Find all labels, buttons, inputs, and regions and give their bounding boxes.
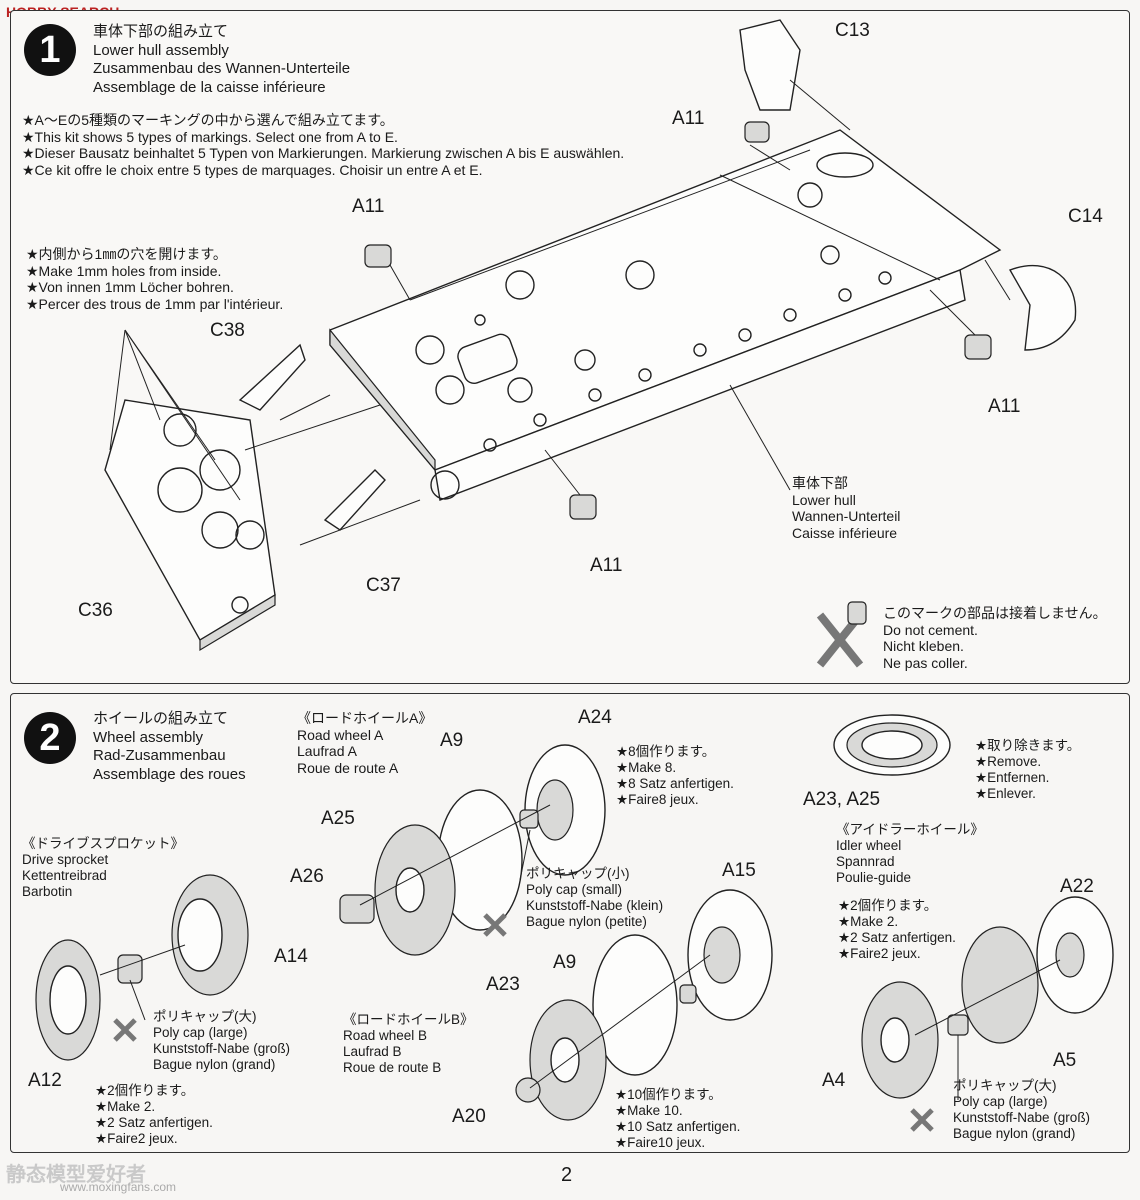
part-label-a9: A9: [553, 952, 577, 973]
lower-hull-label: 車体下部 Lower hull Wannen-Unterteil Caisse …: [792, 475, 901, 541]
make-2-sprocket-note: ★2個作ります。 ★Make 2. ★2 Satz anfertigen. ★F…: [95, 1083, 213, 1146]
marking-note: ★A〜Eの5種類のマーキングの中から選んで組み立てます。 ★This kit s…: [22, 112, 625, 178]
poly-cap-large-label-1: ポリキャップ(大) Poly cap (large) Kunststoff-Na…: [153, 1009, 291, 1072]
road-wheel-b-drawing: [515, 889, 773, 1121]
part-label-a15: A15: [722, 860, 756, 881]
hull-side-face: [434, 269, 966, 501]
c14-part: [1008, 265, 1077, 351]
watermark-bottom: www.moxingfans.com: [60, 1180, 177, 1194]
part-label-a23-a25: A23, A25: [803, 789, 881, 810]
c37-part: [323, 469, 386, 531]
part-label-a11: A11: [988, 396, 1021, 417]
part-label-a23: A23: [486, 974, 520, 995]
no-cement-mark: [816, 601, 867, 668]
c38-part: [238, 343, 306, 411]
part-label-a22: A22: [1060, 876, 1094, 897]
poly-cap-small-label: ポリキャップ(小) Poly cap (small) Kunststoff-Na…: [526, 866, 664, 929]
part-label-a4: A4: [822, 1070, 846, 1091]
step1-number: 1: [24, 24, 76, 76]
remove-note: ★取り除きます。 ★Remove. ★Entfernen. ★Enlever.: [975, 738, 1081, 801]
part-label-a25: A25: [321, 808, 355, 829]
step2-title: ホイールの組み立て Wheel assembly Rad-Zusammenbau…: [93, 710, 246, 783]
idler-wheel-drawing: [833, 714, 1114, 1099]
a11-cap-1: [364, 244, 392, 268]
part-label-a12: A12: [28, 1070, 62, 1091]
road-wheel-b-label: 《ロードホイールB》 Road wheel B Laufrad B Roue d…: [343, 1012, 474, 1075]
idler-wheel-label: 《アイドラーホイール》 Idler wheel Spannrad Poulie-…: [836, 822, 984, 885]
watermark-bottom-cn: 静态模型爱好者: [6, 1164, 146, 1186]
part-label-c37: C37: [366, 575, 401, 596]
part-label-a14: A14: [274, 946, 308, 967]
make-2-idler-note: ★2個作ります。 ★Make 2. ★2 Satz anfertigen. ★F…: [838, 898, 956, 961]
holes-note: ★内側から1㎜の穴を開けます。 ★Make 1mm holes from ins…: [26, 246, 284, 312]
part-label-a26: A26: [290, 866, 324, 887]
part-label-c13: C13: [835, 20, 870, 41]
poly-cap-large-label-2: ポリキャップ(大) Poly cap (large) Kunststoff-Na…: [953, 1078, 1091, 1141]
a11-cap-4: [569, 494, 597, 520]
road-wheel-a-label: 《ロードホイールA》 Road wheel A Laufrad A Roue d…: [297, 710, 433, 776]
c13-part: [739, 19, 801, 111]
part-label-c14: C14: [1068, 206, 1103, 227]
step2-panel: [10, 693, 1130, 1153]
make-10-note: ★10個作ります。 ★Make 10. ★10 Satz anfertigen.…: [615, 1087, 741, 1150]
part-label-c36: C36: [78, 600, 113, 621]
a11-cap-2: [744, 121, 770, 143]
step2-number: 2: [24, 712, 76, 764]
part-label-a9: A9: [440, 730, 464, 751]
part-label-a24: A24: [578, 707, 612, 728]
step1-title: 車体下部の組み立て Lower hull assembly Zusammenba…: [93, 23, 351, 96]
part-label-c38: C38: [210, 320, 245, 341]
part-label-a11: A11: [672, 108, 705, 129]
part-label-a5: A5: [1053, 1050, 1077, 1071]
part-label-a20: A20: [452, 1106, 486, 1127]
no-cement-note: このマークの部品は接着しません。 Do not cement. Nicht kl…: [883, 605, 1107, 671]
a11-cap-3: [964, 334, 992, 360]
part-label-a11: A11: [590, 555, 623, 576]
c36-plate: [104, 399, 276, 641]
road-wheel-a-drawing: [339, 744, 606, 956]
hull-holes: [415, 152, 892, 500]
drive-sprocket-label: 《ドライブスプロケット》 Drive sprocket Kettentreibr…: [22, 836, 184, 899]
page-number: 2: [561, 1164, 573, 1186]
make-8-note: ★8個作ります。 ★Make 8. ★8 Satz anfertigen. ★F…: [616, 744, 734, 807]
drive-sprocket-drawing: [35, 874, 249, 1061]
part-label-a11: A11: [352, 196, 385, 217]
